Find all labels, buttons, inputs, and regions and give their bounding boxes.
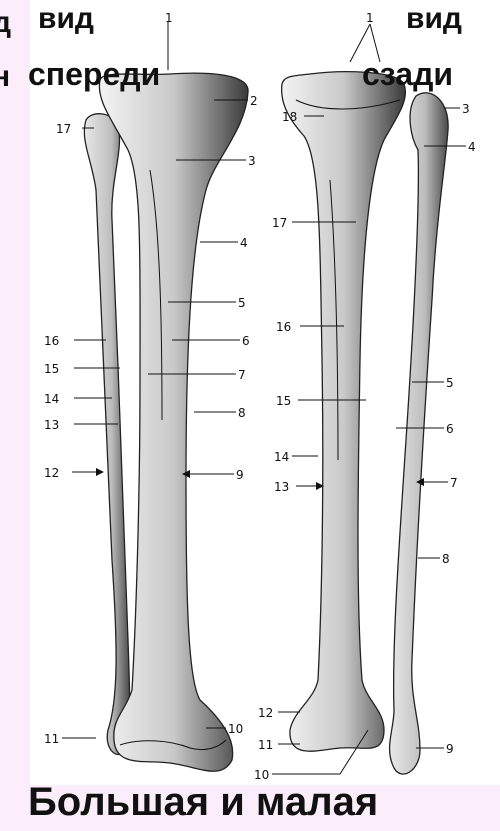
front-label-16: 16: [44, 334, 59, 348]
back-fibula: [390, 93, 449, 774]
front-view-heading-top: вид: [38, 4, 94, 34]
front-label-12: 12: [44, 466, 59, 480]
back-label-14: 14: [274, 450, 289, 464]
cut-letter-top: д: [0, 8, 11, 38]
back-label-17: 17: [272, 216, 287, 230]
front-label-2: 2: [250, 94, 258, 108]
front-label-13: 13: [44, 418, 59, 432]
back-label-6: 6: [446, 422, 454, 436]
back-view-heading-bottom: сзади: [362, 58, 453, 90]
front-label-14: 14: [44, 392, 59, 406]
back-label-7: 7: [450, 476, 458, 490]
front-label-3: 3: [248, 154, 256, 168]
front-label-9: 9: [236, 468, 244, 482]
back-label-4: 4: [468, 140, 476, 154]
back-label-11: 11: [258, 738, 273, 752]
front-label-15: 15: [44, 362, 59, 376]
front-view-heading-bottom: спереди: [28, 58, 160, 90]
back-label-9: 9: [446, 742, 454, 756]
front-label-17: 17: [56, 122, 71, 136]
front-label-7: 7: [238, 368, 246, 382]
back-label-5: 5: [446, 376, 454, 390]
page-title: Большая и малая: [28, 782, 378, 822]
back-label-8: 8: [442, 552, 450, 566]
front-fibula: [84, 114, 129, 755]
front-label-11: 11: [44, 732, 59, 746]
front-label-4: 4: [240, 236, 248, 250]
front-label-6: 6: [242, 334, 250, 348]
cut-letter-bottom: н: [0, 62, 10, 92]
back-tibia: [282, 72, 406, 752]
back-view-heading-top: вид: [406, 4, 462, 34]
front-label-1: 1: [165, 11, 173, 25]
back-label-15: 15: [276, 394, 291, 408]
back-label-13: 13: [274, 480, 289, 494]
front-label-10: 10: [228, 722, 243, 736]
front-label-5: 5: [238, 296, 246, 310]
back-label-3: 3: [462, 102, 470, 116]
back-label-12: 12: [258, 706, 273, 720]
back-label-16: 16: [276, 320, 291, 334]
front-label-8: 8: [238, 406, 246, 420]
back-label-1: 1: [366, 11, 374, 25]
back-label-18: 18: [282, 110, 297, 124]
